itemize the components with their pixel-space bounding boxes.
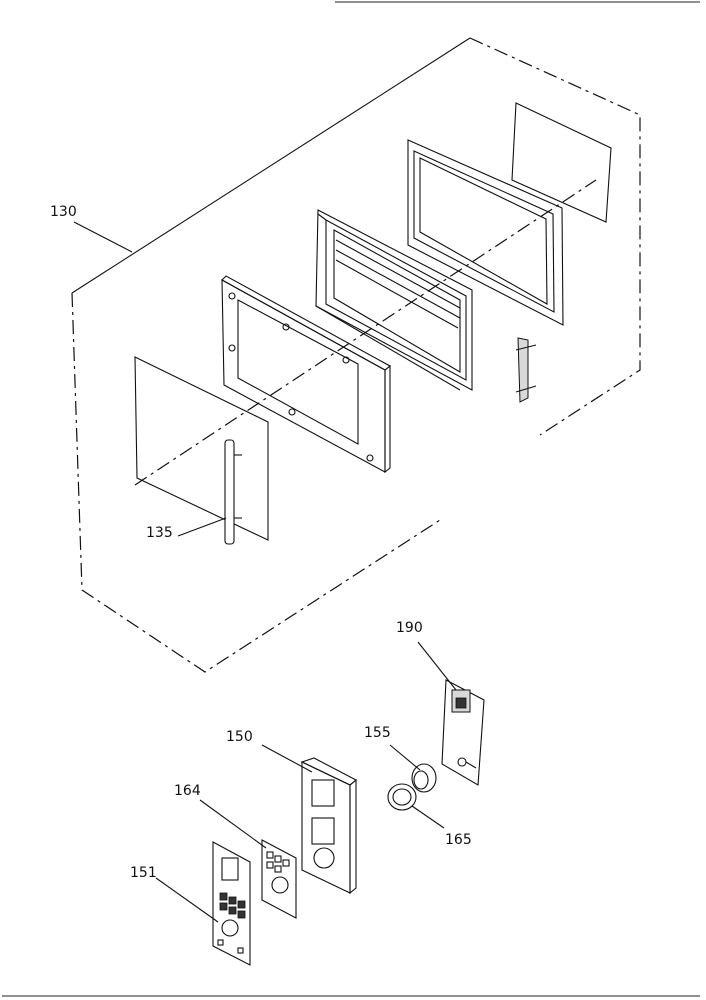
label-165: 165 (445, 832, 472, 848)
label-130: 130 (50, 204, 77, 220)
leader-130 (73, 221, 133, 253)
door-center-axis (134, 179, 597, 486)
rear-glass-panel (511, 102, 612, 223)
knob-ring (387, 783, 417, 811)
choke-frame (407, 139, 564, 326)
door-handle (224, 439, 242, 545)
label-155: 155 (364, 725, 391, 741)
door-latch (515, 337, 537, 403)
control-pcb (441, 679, 485, 786)
front-glass-panel (134, 356, 269, 541)
control-frame (300, 757, 357, 895)
leader-150 (261, 744, 313, 773)
label-164: 164 (174, 783, 201, 799)
key-sheet (261, 839, 297, 919)
leader-151 (155, 877, 219, 923)
front-control-panel (212, 841, 251, 966)
label-135: 135 (146, 525, 173, 541)
label-150: 150 (226, 729, 253, 745)
leader-164 (199, 799, 267, 849)
label-151: 151 (130, 865, 157, 881)
leader-135 (177, 517, 227, 537)
door-front-frame (221, 275, 391, 474)
knob (411, 763, 437, 793)
label-190: 190 (396, 620, 423, 636)
leader-190 (417, 641, 457, 691)
door-inner-frame (315, 209, 473, 391)
leader-165 (411, 805, 445, 829)
leader-155 (389, 744, 421, 771)
door-assembly-boundary (71, 37, 641, 673)
